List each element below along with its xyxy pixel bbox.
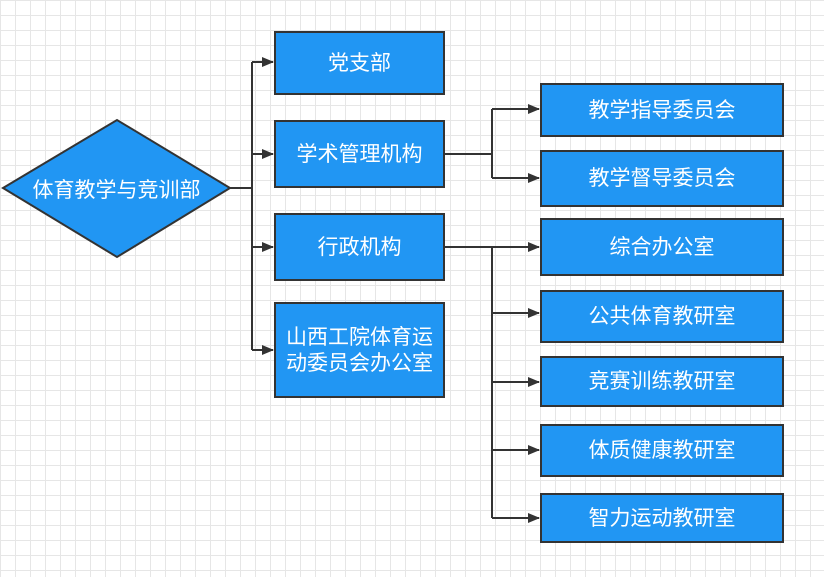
node-sports-committee-office[interactable]: 山西工院体育运动委员会办公室 xyxy=(274,302,445,398)
node-physical-health-office[interactable]: 体质健康教研室 xyxy=(540,424,784,477)
node-administration[interactable]: 行政机构 xyxy=(274,213,445,281)
node-teaching-guidance-committee[interactable]: 教学指导委员会 xyxy=(540,83,784,137)
academic-connector xyxy=(444,109,493,178)
node-public-pe-office[interactable]: 公共体育教研室 xyxy=(540,290,784,343)
node-academic-management[interactable]: 学术管理机构 xyxy=(274,120,445,188)
node-general-office[interactable]: 综合办公室 xyxy=(540,218,784,276)
admin-connector xyxy=(444,246,493,518)
node-teaching-supervision-committee[interactable]: 教学督导委员会 xyxy=(540,150,784,207)
node-competition-training-office[interactable]: 竞赛训练教研室 xyxy=(540,356,784,407)
node-mind-sports-office[interactable]: 智力运动教研室 xyxy=(540,493,784,543)
root-label: 体育教学与竞训部 xyxy=(32,177,201,202)
node-party-branch[interactable]: 党支部 xyxy=(274,31,445,95)
root-connector xyxy=(230,62,253,350)
